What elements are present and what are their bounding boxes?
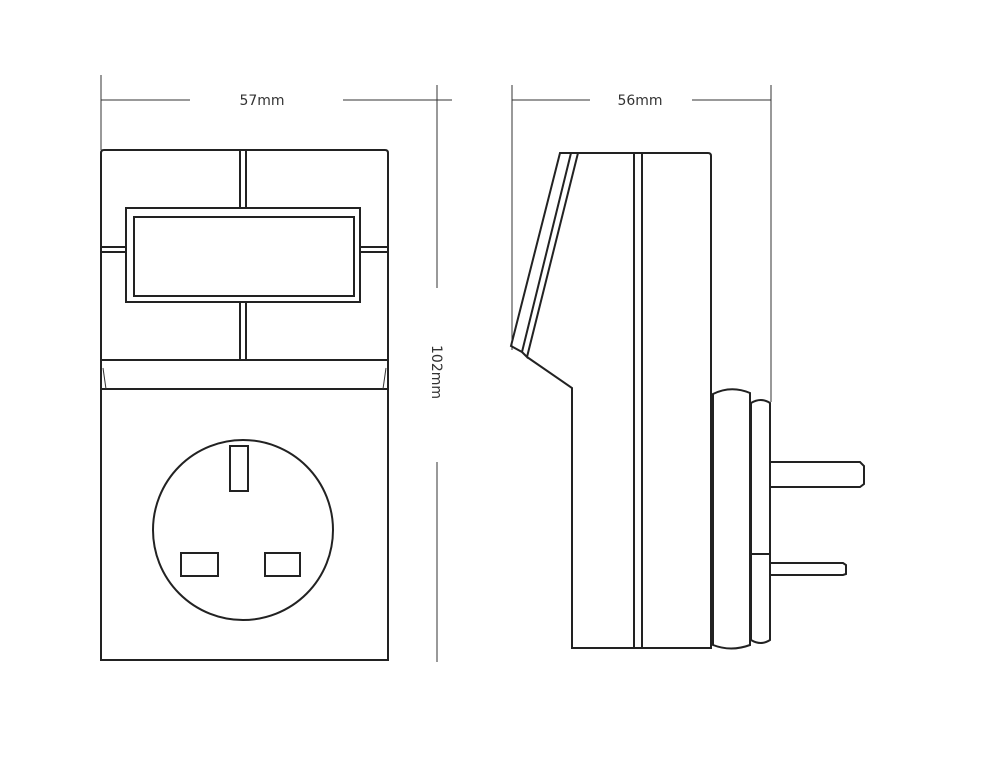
display-frame <box>125 207 361 303</box>
socket-earth-slot <box>229 445 249 492</box>
plug-base <box>750 399 771 644</box>
socket-face <box>152 439 334 621</box>
front-view <box>100 149 389 661</box>
plug-pin <box>771 562 847 576</box>
dimension-width-front: 57mm <box>100 75 452 150</box>
dimension-height: 102mm <box>428 85 444 662</box>
plug-collar <box>712 388 751 650</box>
dimension-label-height: 102mm <box>428 345 444 399</box>
dimension-label-width: 57mm <box>239 93 284 109</box>
socket-neutral-slot <box>264 552 301 577</box>
display-screen <box>133 216 355 297</box>
socket-live-slot <box>180 552 219 577</box>
plug-pin-earth <box>771 461 865 488</box>
dimension-label-depth: 56mm <box>617 93 662 109</box>
side-view <box>509 152 865 650</box>
dimension-depth-side: 56mm <box>511 85 772 402</box>
